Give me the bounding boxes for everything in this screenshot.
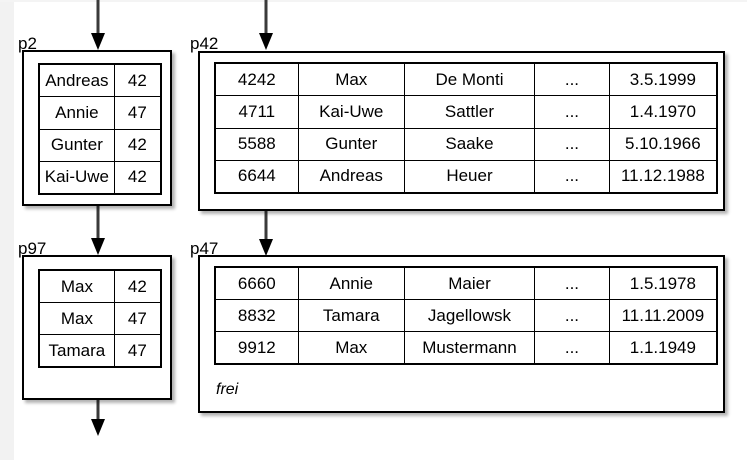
cell-firstname: Gunter	[297, 127, 405, 161]
page-label-p47: p47	[190, 239, 219, 258]
cell-more: ...	[534, 62, 610, 97]
cell-lastname: Sattler	[403, 95, 536, 129]
cell-key: Tamara	[39, 334, 115, 367]
cell-more: ...	[534, 331, 610, 364]
arrow-into-p2	[88, 0, 108, 52]
index-table-p97: Max 42 Max 47 Tamara 47	[38, 269, 162, 368]
cell-id: 9912	[215, 331, 299, 364]
cell-firstname: Max	[297, 331, 405, 364]
cell-pointer: 47	[113, 302, 162, 335]
table-row: Tamara 47	[39, 334, 162, 367]
cell-pointer: 42	[113, 63, 162, 98]
table-row: 4242 Max De Monti ... 3.5.1999	[215, 62, 718, 97]
cell-pointer: 42	[113, 128, 162, 162]
cell-lastname: Jagellowsk	[403, 299, 536, 332]
table-row: 4711 Kai-Uwe Sattler ... 1.4.1970	[215, 95, 718, 129]
cell-date: 1.1.1949	[608, 331, 718, 364]
arrow-out-of-p97	[88, 398, 108, 440]
cell-date: 1.4.1970	[608, 95, 718, 129]
cell-date: 3.5.1999	[608, 62, 718, 97]
page-label-p2: p2	[18, 34, 37, 53]
cell-id: 4711	[215, 95, 299, 129]
arrow-p42-to-p47	[256, 208, 276, 258]
cell-key: Annie	[39, 96, 115, 130]
cell-key: Gunter	[39, 128, 115, 162]
cell-more: ...	[534, 267, 610, 300]
cell-id: 4242	[215, 62, 299, 97]
scan-edge-left	[0, 0, 14, 460]
index-table-p2: Andreas 42 Annie 47 Gunter 42 Kai-Uwe 42	[38, 63, 162, 195]
cell-key: Kai-Uwe	[39, 160, 115, 195]
cell-lastname: Saake	[403, 127, 536, 161]
table-row: 5588 Gunter Saake ... 5.10.1966	[215, 127, 718, 161]
page-label-p97: p97	[18, 239, 47, 258]
cell-firstname: Max	[297, 62, 405, 97]
page-box-p2[interactable]: Andreas 42 Annie 47 Gunter 42 Kai-Uwe 42	[22, 50, 172, 206]
free-space-label: frei	[216, 381, 239, 398]
cell-more: ...	[534, 127, 610, 161]
cell-lastname: Maier	[403, 267, 536, 300]
table-row: 9912 Max Mustermann ... 1.1.1949	[215, 331, 718, 364]
cell-id: 6660	[215, 267, 299, 300]
cell-more: ...	[534, 299, 610, 332]
table-row: Kai-Uwe 42	[39, 160, 162, 195]
data-table-p42: 4242 Max De Monti ... 3.5.1999 4711 Kai-…	[214, 62, 718, 194]
data-table-p47: 6660 Annie Maier ... 1.5.1978 8832 Tamar…	[214, 266, 718, 365]
table-row: Gunter 42	[39, 128, 162, 162]
table-row: Andreas 42	[39, 63, 162, 98]
arrow-into-p42	[256, 0, 276, 52]
page-box-p97[interactable]: Max 42 Max 47 Tamara 47	[22, 255, 172, 400]
cell-pointer: 47	[113, 96, 162, 130]
cell-lastname: De Monti	[403, 62, 536, 97]
cell-key: Andreas	[39, 63, 115, 98]
page-box-p47[interactable]: 6660 Annie Maier ... 1.5.1978 8832 Tamar…	[198, 255, 725, 413]
page-label-p42: p42	[190, 34, 219, 53]
cell-key: Max	[39, 302, 115, 335]
arrow-p2-to-p97	[88, 203, 108, 257]
cell-date: 11.12.1988	[608, 159, 718, 194]
cell-date: 11.11.2009	[608, 299, 718, 332]
cell-firstname: Annie	[297, 267, 405, 300]
table-row: 8832 Tamara Jagellowsk ... 11.11.2009	[215, 299, 718, 332]
cell-more: ...	[534, 159, 610, 194]
cell-key: Max	[39, 270, 115, 303]
cell-id: 8832	[215, 299, 299, 332]
cell-pointer: 42	[113, 270, 162, 303]
table-row: 6644 Andreas Heuer ... 11.12.1988	[215, 159, 718, 194]
cell-firstname: Tamara	[297, 299, 405, 332]
table-row: Max 47	[39, 302, 162, 335]
cell-lastname: Mustermann	[403, 331, 536, 364]
page-box-p42[interactable]: 4242 Max De Monti ... 3.5.1999 4711 Kai-…	[198, 51, 725, 211]
table-row: 6660 Annie Maier ... 1.5.1978	[215, 267, 718, 300]
cell-firstname: Andreas	[297, 159, 405, 194]
scan-edge-top	[0, 0, 747, 2]
cell-pointer: 42	[113, 160, 162, 195]
cell-date: 5.10.1966	[608, 127, 718, 161]
cell-firstname: Kai-Uwe	[297, 95, 405, 129]
cell-more: ...	[534, 95, 610, 129]
cell-date: 1.5.1978	[608, 267, 718, 300]
table-row: Max 42	[39, 270, 162, 303]
cell-id: 6644	[215, 159, 299, 194]
cell-pointer: 47	[113, 334, 162, 367]
cell-id: 5588	[215, 127, 299, 161]
cell-lastname: Heuer	[403, 159, 536, 194]
table-row: Annie 47	[39, 96, 162, 130]
